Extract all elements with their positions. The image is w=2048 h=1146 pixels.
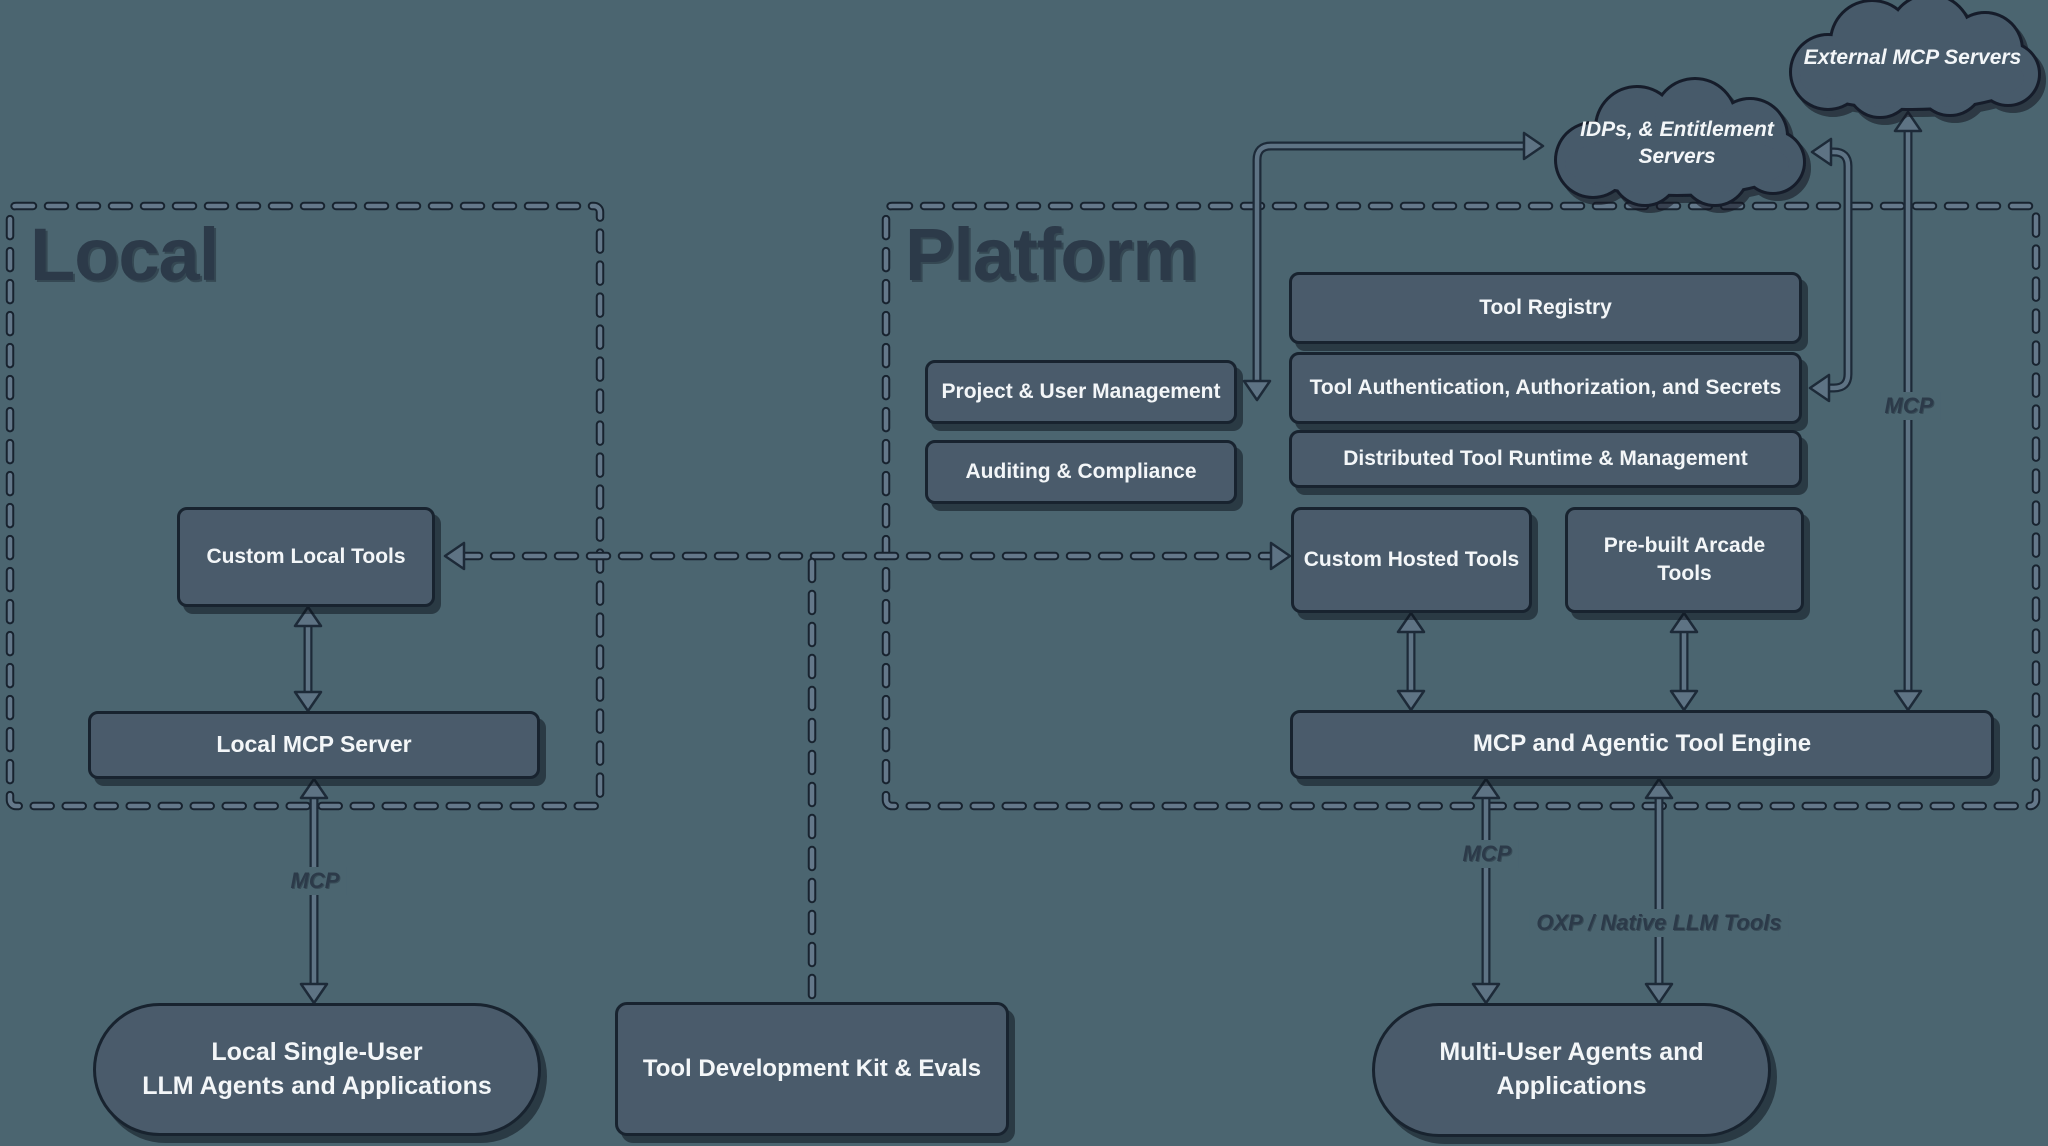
arrow-prebuilt-tools-engine <box>1669 611 1699 712</box>
node-tool-development-kit: Tool Development Kit & Evals <box>615 1002 1009 1136</box>
local-container-title: Local <box>30 213 219 296</box>
arrow-engine-multi-user-mcp <box>1471 777 1501 1005</box>
node-local-single-user-agents: Local Single-User LLM Agents and Applica… <box>93 1003 541 1136</box>
external-mcp-servers-label: External MCP Servers <box>1803 46 2022 69</box>
node-auditing-compliance: Auditing & Compliance <box>925 440 1237 504</box>
local-container-border <box>5 201 605 811</box>
node-custom-local-tools: Custom Local Tools <box>177 507 435 607</box>
node-project-user-management: Project & User Management <box>925 360 1237 424</box>
arrow-project-management-idps <box>1242 131 1545 402</box>
edge-label-external-mcp: MCP <box>1877 392 1941 420</box>
platform-container-border <box>881 201 2041 811</box>
arrowhead-left <box>443 541 466 571</box>
platform-container-title: Platform <box>905 213 1198 296</box>
node-tool-registry: Tool Registry <box>1289 272 1802 344</box>
node-local-mcp-server: Local MCP Server <box>88 711 540 779</box>
node-multi-user-agents: Multi-User Agents and Applications <box>1372 1003 1771 1137</box>
edge-label-local-mcp: MCP <box>283 867 347 895</box>
arrow-custom-local-tools-local-mcp-server <box>293 605 323 713</box>
node-tool-authentication: Tool Authentication, Authorization, and … <box>1289 352 1802 424</box>
idps-entitlement-label: IDPs, & Entitlement Servers <box>1580 118 1774 169</box>
arrow-engine-multi-user-native <box>1644 777 1674 1005</box>
node-distributed-tool-runtime: Distributed Tool Runtime & Management <box>1289 430 1802 488</box>
dashed-connector-tools <box>443 541 1292 1005</box>
arrow-idps-tool-auth <box>1808 137 1853 403</box>
arrow-custom-hosted-tools-engine <box>1396 611 1426 712</box>
edge-label-oxp-native-llm-tools: OXP / Native LLM Tools <box>1529 909 1789 937</box>
edge-label-engine-mcp: MCP <box>1455 840 1519 868</box>
node-prebuilt-arcade-tools: Pre-built Arcade Tools <box>1565 507 1804 613</box>
node-custom-hosted-tools: Custom Hosted Tools <box>1291 507 1532 613</box>
arrowhead-right <box>1269 541 1292 571</box>
node-mcp-agentic-tool-engine: MCP and Agentic Tool Engine <box>1290 710 1994 779</box>
